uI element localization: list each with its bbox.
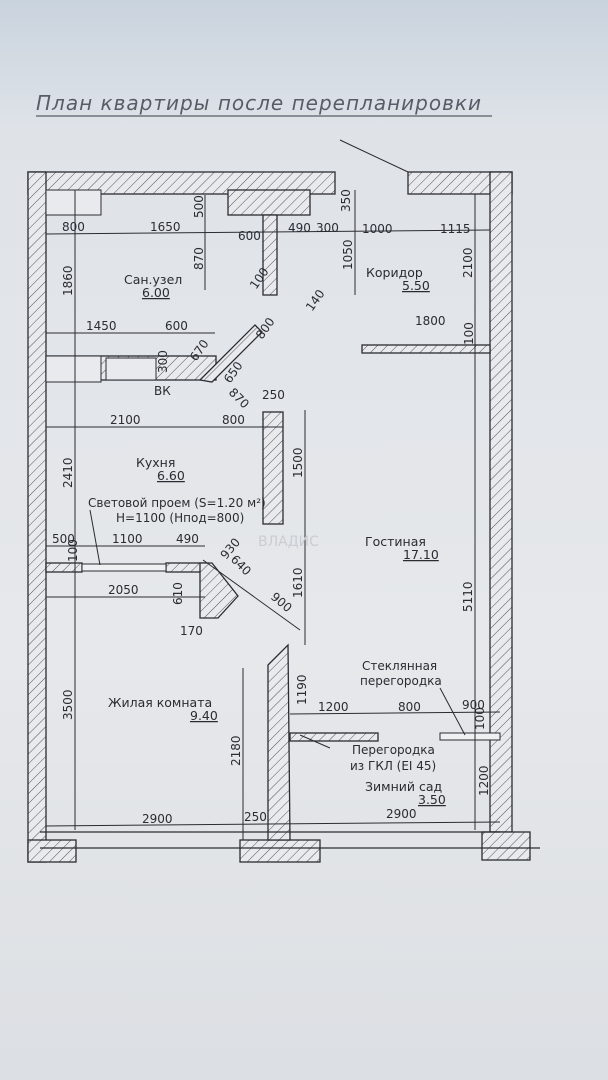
dim-label: 250 (262, 388, 285, 402)
room-name-living: Гостиная (365, 534, 426, 549)
dim-label: 2900 (386, 807, 417, 821)
dim-label: 600 (238, 229, 261, 243)
dim-label: 3500 (61, 689, 75, 720)
dim-label: 1860 (61, 265, 75, 296)
note-vk: ВК (154, 384, 171, 398)
note-gkl-partition: Перегородка (352, 743, 435, 757)
room-area-living: 17.10 (403, 547, 439, 562)
dim-label: 300 (316, 221, 339, 235)
plan-title: План квартиры после перепланировки (36, 91, 482, 115)
dim-label: 500 (52, 532, 75, 546)
dim-label: 2050 (108, 583, 139, 597)
wall-shaft-top (227, 189, 311, 216)
dim-label: 800 (62, 220, 85, 234)
vent-shaft-kitchen (45, 355, 102, 383)
dim-label: 2900 (142, 812, 173, 826)
wall-kitchen-living (262, 411, 284, 525)
dim-label: 300 (156, 350, 170, 373)
dim-label: 100 (462, 322, 476, 345)
dim-label: 1450 (86, 319, 117, 333)
dim-label: 600 (165, 319, 188, 333)
dim-label: 900 (462, 698, 485, 712)
dim-label: 1190 (295, 674, 309, 705)
dim-label: 1500 (291, 447, 305, 478)
note-light-opening-height: H=1100 (Hпод=800) (116, 511, 244, 525)
room-area-bedroom: 9.40 (190, 708, 218, 723)
dim-label: 800 (222, 413, 245, 427)
dim-label: 2100 (461, 247, 475, 278)
dim-label: 870 (226, 385, 252, 411)
dim-label: 1115 (440, 222, 471, 236)
dim-label: 2100 (110, 413, 141, 427)
wall-bottom-right (481, 831, 531, 861)
gkl-partition (289, 732, 379, 742)
dim-label: 1800 (415, 314, 446, 328)
note-light-opening: Световой проем (S=1.20 м²) (88, 496, 266, 510)
room-name-bedroom: Жилая комната (108, 695, 212, 710)
wall-kitchen-bedroom-left (45, 562, 83, 573)
dim-label: 870 (192, 247, 206, 270)
wall-left (27, 171, 47, 863)
note-glass-partition: Стеклянная (362, 659, 437, 673)
dim-label: 1650 (150, 220, 181, 234)
dim-label: 1100 (112, 532, 143, 546)
dim-label: 500 (192, 195, 206, 218)
dim-label: 1200 (318, 700, 349, 714)
dim-label: 5110 (461, 581, 475, 612)
wall-corridor (361, 344, 491, 354)
watermark: ВЛАДИС (258, 534, 319, 550)
dim-label: 490 (176, 532, 199, 546)
dim-label: 1200 (477, 765, 491, 796)
dim-label: 250 (244, 810, 267, 824)
note-glass-partition-2: перегородка (360, 674, 442, 688)
dim-label: 490 (288, 221, 311, 235)
wall-bottom-mid (239, 839, 321, 863)
dim-label: 350 (339, 189, 353, 212)
dim-label: 1050 (341, 239, 355, 270)
room-area-garden: 3.50 (418, 792, 446, 807)
wall-bedroom-garden (267, 643, 291, 841)
wall-bath-right (262, 214, 278, 296)
wall-diagonal-lower (199, 562, 239, 619)
wall-bottom-left (27, 839, 77, 863)
dim-label: 800 (398, 700, 421, 714)
dim-label: 1000 (362, 222, 393, 236)
dim-label: 2410 (61, 457, 75, 488)
glass-partition (439, 732, 501, 741)
room-name-corridor: Коридор (366, 265, 423, 280)
dim-label: 100 (473, 707, 487, 730)
room-area-corridor: 5.50 (402, 278, 430, 293)
wall-diagonal-upper (198, 324, 263, 383)
dim-label: 2180 (229, 735, 243, 766)
dim-label: 610 (171, 582, 185, 605)
vent-shaft-bath (45, 189, 102, 216)
room-name-garden: Зимний сад (365, 779, 442, 794)
walls (27, 171, 540, 863)
dimension-lines (45, 139, 501, 840)
dimension-labels: 800 1650 500 350 600 490 300 1000 1115 1… (52, 189, 491, 826)
note-gkl-partition-2: из ГКЛ (EI 45) (350, 759, 436, 773)
room-name-bathroom: Сан.узел (124, 272, 182, 287)
room-area-kitchen: 6.60 (157, 468, 185, 483)
dim-label: 170 (180, 624, 203, 638)
light-opening (81, 563, 167, 572)
vent-duct (105, 357, 157, 381)
dim-label: 1610 (291, 567, 305, 598)
dim-label: 140 (303, 287, 328, 314)
room-area-bathroom: 6.00 (142, 285, 170, 300)
room-name-kitchen: Кухня (136, 455, 175, 470)
dim-label: 100 (66, 539, 80, 562)
